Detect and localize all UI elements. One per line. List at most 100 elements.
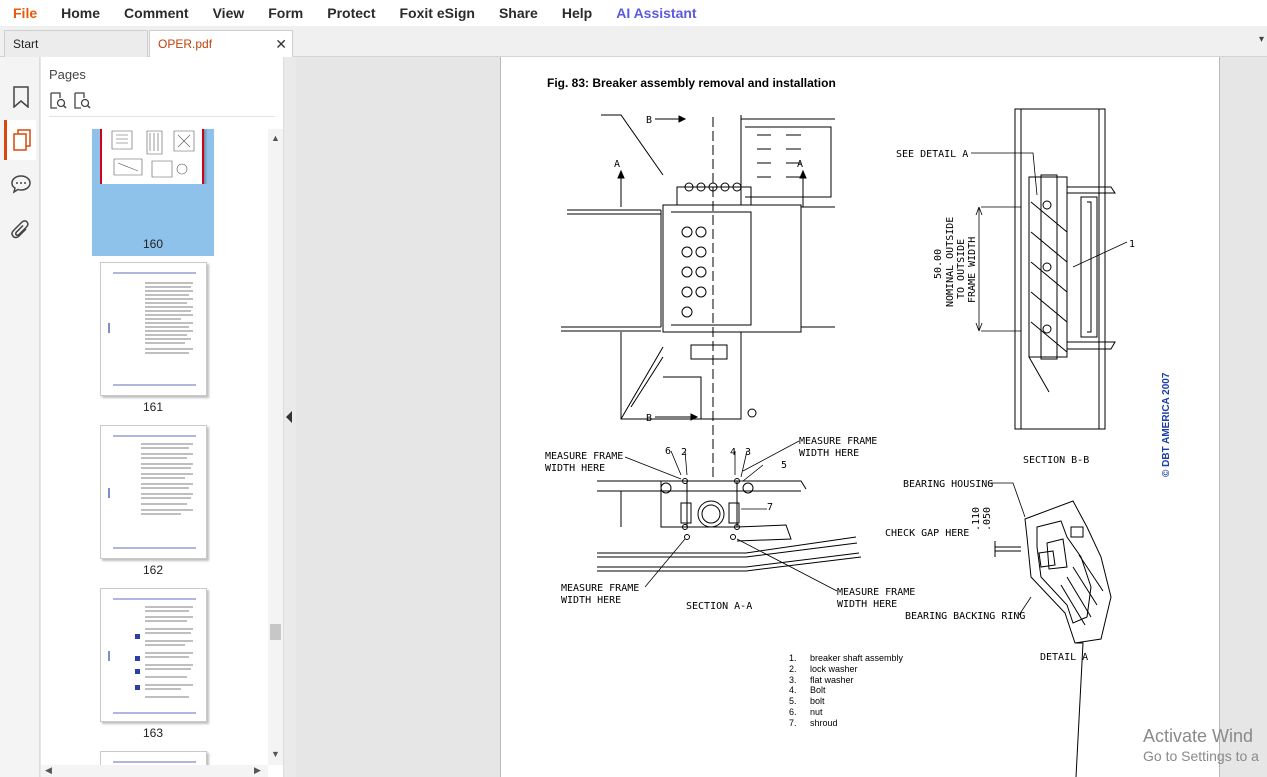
document-viewport: Fig. 83: Breaker assembly removal and in… <box>296 57 1267 777</box>
section-label-b-bottom: B <box>646 413 652 424</box>
menu-bar: File Home Comment View Form Protect Foxi… <box>0 0 1267 26</box>
parts-legend: 1.breaker shaft assembly 2.lock washer 3… <box>789 653 903 729</box>
section-label-a-right: A <box>797 159 803 170</box>
menu-share[interactable]: Share <box>498 5 538 21</box>
comments-button[interactable] <box>5 164 37 204</box>
attachments-button[interactable] <box>5 211 37 251</box>
menu-form[interactable]: Form <box>268 5 304 21</box>
measure-frame-tl-line2: WIDTH HERE <box>545 463 605 474</box>
page-thumbnail-list: 160 161 <box>41 129 268 765</box>
dimension-label-line3: FRAME WIDTH <box>967 237 978 303</box>
scroll-up-icon[interactable]: ▲ <box>271 133 280 143</box>
gap-value-2: .050 <box>982 507 993 531</box>
measure-frame-tr-line1: MEASURE FRAME <box>799 436 877 447</box>
measure-frame-tl-line1: MEASURE FRAME <box>545 451 623 462</box>
page-number-161: 161 <box>142 400 164 414</box>
pages-panel-divider <box>49 116 275 117</box>
menu-file[interactable]: File <box>13 5 38 21</box>
menu-ai-assistant[interactable]: AI Assistant <box>616 5 697 21</box>
dimension-label-line1: NOMINAL OUTSIDE <box>945 217 956 307</box>
check-gap-label: CHECK GAP HERE <box>885 528 969 539</box>
pages-button[interactable] <box>4 120 36 160</box>
pdf-page: Fig. 83: Breaker assembly removal and in… <box>500 57 1220 777</box>
legend-item: 5.bolt <box>789 696 825 707</box>
page-zoom-out-button[interactable] <box>73 92 91 110</box>
callout-1: 1 <box>1129 239 1135 250</box>
section-label-b-top: B <box>646 115 652 126</box>
scroll-down-icon[interactable]: ▼ <box>271 749 280 759</box>
collapse-panel-button[interactable] <box>284 57 296 777</box>
attachment-icon <box>11 220 29 239</box>
callout-7: 7 <box>767 502 773 513</box>
technical-drawing: B B A A <box>545 108 1135 777</box>
measure-frame-bl-line1: MEASURE FRAME <box>561 583 639 594</box>
callout-2: 2 <box>681 447 687 458</box>
watermark-line2: Go to Settings to a <box>1143 748 1259 764</box>
watermark-line1: Activate Wind <box>1143 726 1254 746</box>
dimension-value: 50.00 <box>933 249 944 279</box>
callout-6: 6 <box>665 446 671 457</box>
menu-help[interactable]: Help <box>561 5 593 21</box>
page-number-163: 163 <box>142 726 164 740</box>
page-thumbnail-160[interactable] <box>92 129 214 225</box>
measure-frame-tr-line2: WIDTH HERE <box>799 448 859 459</box>
page-zoom-in-button[interactable] <box>49 92 67 110</box>
tab-overflow-icon[interactable]: ▾ <box>1258 34 1264 45</box>
collapse-arrow-icon <box>286 411 292 423</box>
page-thumbnail-163[interactable] <box>100 588 207 722</box>
section-bb-label: SECTION B-B <box>1023 455 1089 466</box>
tab-oper-pdf[interactable]: OPER.pdf ✕ <box>149 30 293 57</box>
legend-item: 6.nut <box>789 706 823 717</box>
thumbnail-vertical-scrollbar[interactable]: ▲ ▼ <box>268 129 283 765</box>
selected-thumbnail-background <box>92 184 214 256</box>
thumbnail-horizontal-scrollbar[interactable]: ◀ ▶ <box>41 765 268 777</box>
figure-title: Fig. 83: Breaker assembly removal and in… <box>547 76 836 90</box>
page-zoom-in-icon <box>50 92 67 109</box>
page-thumbnail-162[interactable] <box>100 425 207 559</box>
section-label-a-left: A <box>614 159 620 170</box>
legend-item: 2.lock washer <box>789 663 858 674</box>
menu-home[interactable]: Home <box>61 5 101 21</box>
tab-start[interactable]: Start <box>4 30 148 57</box>
scroll-left-icon[interactable]: ◀ <box>45 765 52 775</box>
measure-frame-br-line1: MEASURE FRAME <box>837 587 915 598</box>
menu-comment[interactable]: Comment <box>124 5 189 21</box>
bearing-backing-ring-label: BEARING BACKING RING <box>905 611 1025 622</box>
legend-item: 3.flat washer <box>789 674 854 685</box>
section-aa-label: SECTION A-A <box>686 601 752 612</box>
callout-5: 5 <box>781 460 787 471</box>
navigation-rail <box>0 57 40 777</box>
menu-foxit-esign[interactable]: Foxit eSign <box>399 5 475 21</box>
page-zoom-out-icon <box>74 92 91 109</box>
measure-frame-br-line2: WIDTH HERE <box>837 599 897 610</box>
bookmark-icon <box>13 86 29 108</box>
pages-icon <box>12 129 31 151</box>
detail-a-label: DETAIL A <box>1040 652 1088 663</box>
callout-3: 3 <box>745 447 751 458</box>
close-tab-icon[interactable]: ✕ <box>275 36 287 52</box>
callout-4: 4 <box>730 447 736 458</box>
gap-value-1: .110 <box>971 507 982 531</box>
see-detail-label: SEE DETAIL A <box>896 149 968 160</box>
page-thumbnail-161[interactable] <box>100 262 207 396</box>
legend-item: 7.shroud <box>789 717 838 728</box>
pages-panel-title: Pages <box>49 67 86 82</box>
page-thumbnail-164[interactable] <box>100 751 207 765</box>
page-number-160: 160 <box>142 237 164 251</box>
activation-watermark: Activate Wind Go to Settings to a <box>1143 726 1259 764</box>
legend-item: 4.Bolt <box>789 685 826 696</box>
scrollbar-thumb[interactable] <box>270 624 281 640</box>
tab-oper-pdf-label: OPER.pdf <box>158 37 213 51</box>
menu-view[interactable]: View <box>212 5 245 21</box>
comment-icon <box>11 175 31 194</box>
document-tab-bar: Start OPER.pdf ✕ ▾ <box>0 26 1267 57</box>
scroll-right-icon[interactable]: ▶ <box>254 765 261 775</box>
menu-protect[interactable]: Protect <box>327 5 376 21</box>
tab-start-label: Start <box>13 37 39 51</box>
bookmark-button[interactable] <box>5 77 37 117</box>
pages-panel: Pages <box>41 57 284 777</box>
bearing-housing-label: BEARING HOUSING <box>903 479 993 490</box>
measure-frame-bl-line2: WIDTH HERE <box>561 595 621 606</box>
copyright-notice: © DBT AMERICA 2007 <box>1161 372 1172 477</box>
